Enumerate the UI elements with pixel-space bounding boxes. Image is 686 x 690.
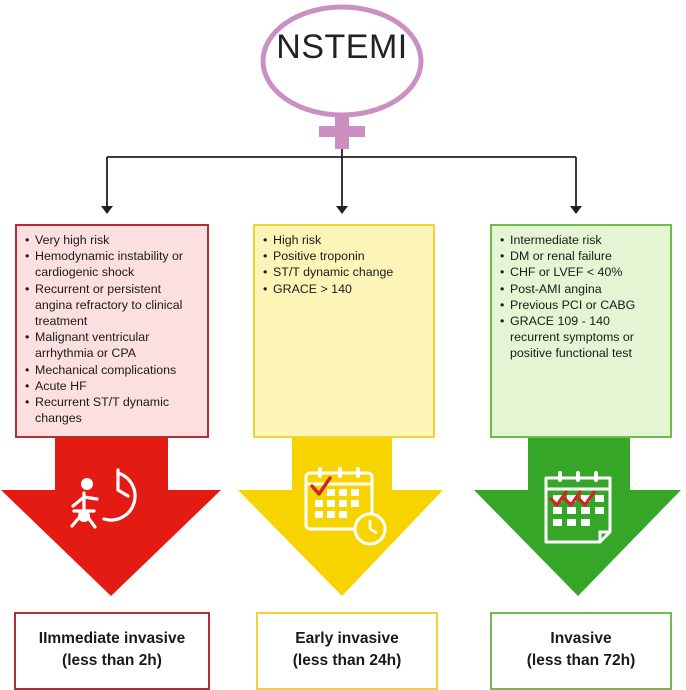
- high-risk-criteria-box: High risk Positive troponin ST/T dynamic…: [253, 224, 435, 438]
- flow-connectors: [106, 149, 577, 208]
- criteria-item: GRACE > 140: [263, 281, 425, 297]
- immediate-invasive-box: IImmediate invasive (less than 2h): [14, 612, 210, 690]
- very-high-risk-criteria-box: Very high risk Hemodynamic instability o…: [15, 224, 209, 438]
- runner-clock-icon: [70, 468, 137, 529]
- intermediate-risk-criteria-box: Intermediate risk DM or renal failure CH…: [490, 224, 672, 438]
- calendar-multiple-checks-icon: [544, 471, 612, 544]
- criteria-item: Intermediate risk: [500, 232, 662, 248]
- criteria-item: Hemodynamic instability or cardiogenic s…: [25, 248, 199, 280]
- criteria-item: DM or renal failure: [500, 248, 662, 264]
- diagram-title: NSTEMI: [276, 28, 408, 66]
- female-symbol-icon: [260, 4, 424, 149]
- strategy-timing: (less than 2h): [62, 652, 162, 669]
- criteria-item: Previous PCI or CABG: [500, 297, 662, 313]
- connector-arrowheads: [101, 206, 582, 214]
- strategy-timing: (less than 24h): [292, 652, 402, 669]
- criteria-item: ST/T dynamic change: [263, 264, 425, 280]
- invasive-box: Invasive (less than 72h): [490, 612, 672, 690]
- criteria-item: High risk: [263, 232, 425, 248]
- calendar-check-clock-icon: [304, 467, 387, 546]
- criteria-item: Mechanical complications: [25, 362, 199, 378]
- red-down-arrow: [1, 438, 221, 596]
- strategy-label: IImmediate invasive: [38, 630, 186, 647]
- early-invasive-box: Early invasive (less than 24h): [256, 612, 438, 690]
- criteria-item: GRACE 109 - 140 recurrent symptoms or po…: [500, 313, 662, 362]
- criteria-item: Malignant ventricular arrhythmia or CPA: [25, 329, 199, 361]
- strategy-label: Invasive: [550, 630, 612, 647]
- criteria-item: Recurrent ST/T dynamic changes: [25, 394, 199, 426]
- criteria-item: Recurrent or persistent angina refractor…: [25, 281, 199, 330]
- criteria-item: Post-AMI angina: [500, 281, 662, 297]
- strategy-timing: (less than 72h): [526, 652, 636, 669]
- criteria-item: CHF or LVEF < 40%: [500, 264, 662, 280]
- criteria-item: Very high risk: [25, 232, 199, 248]
- green-down-arrow: [474, 438, 681, 596]
- criteria-item: Positive troponin: [263, 248, 425, 264]
- strategy-label: Early invasive: [295, 630, 399, 647]
- criteria-item: Acute HF: [25, 378, 199, 394]
